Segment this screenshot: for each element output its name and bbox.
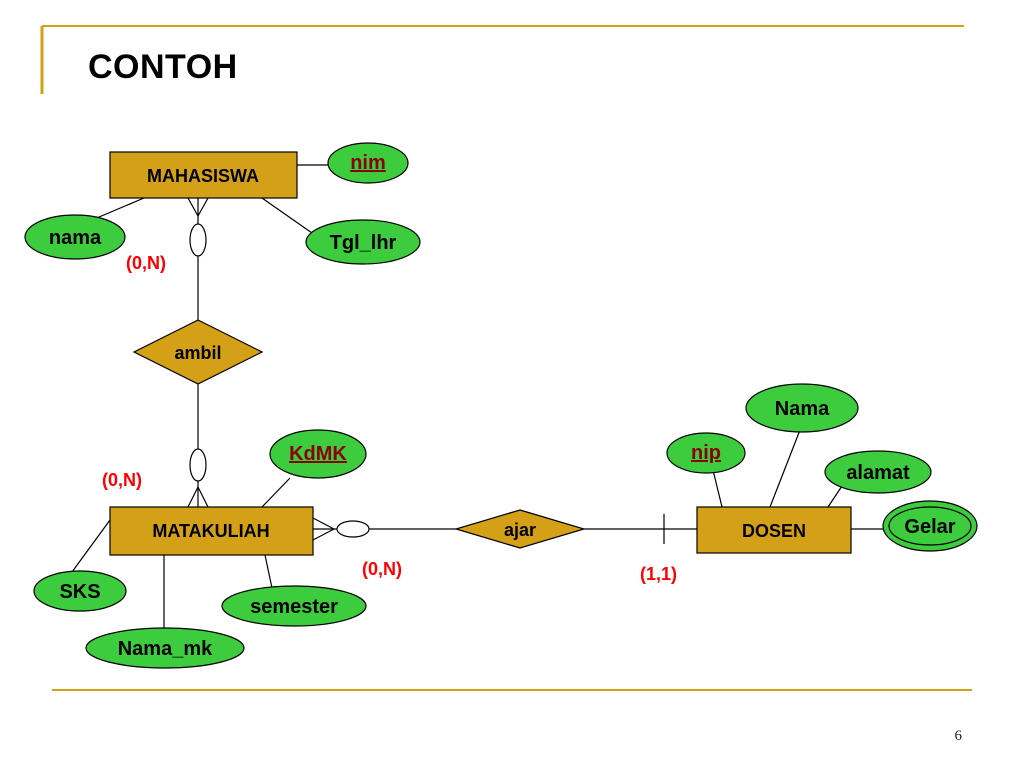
- attribute-gelar-label: Gelar: [904, 516, 955, 538]
- attribute-kdmk: KdMK: [269, 429, 367, 479]
- cardinality-marks: [187, 197, 665, 544]
- attribute-nim-label: nim: [350, 152, 386, 174]
- attribute-semester-label: semester: [250, 596, 338, 618]
- entity-mahasiswa: MAHASISWA: [109, 151, 298, 199]
- entity-matakuliah-label: MATAKULIAH: [152, 521, 269, 541]
- crowfoot-matakuliah-ambil-right: [197, 486, 209, 508]
- attribute-sks: SKS: [33, 570, 127, 612]
- attribute-kdmk-label: KdMK: [289, 443, 347, 465]
- connectors: [71, 164, 883, 628]
- cardinality-matakuliah-ambil: (0,N): [102, 470, 142, 490]
- attribute-dosen-nama-label: Nama: [775, 398, 830, 420]
- line-dosen-nip: [712, 469, 723, 508]
- line-matakuliah-semester: [264, 554, 273, 589]
- attribute-nip: nip: [666, 432, 746, 474]
- attribute-nim: nim: [327, 142, 409, 184]
- slide-title: CONTOH: [88, 48, 238, 86]
- entity-dosen: DOSEN: [696, 506, 852, 554]
- attribute-sks-label: SKS: [59, 581, 100, 603]
- attribute-nama-mk: Nama_mk: [85, 627, 245, 669]
- crowfoot-matakuliah-ambil-left: [187, 486, 199, 508]
- cardinality-labels: (0,N) (0,N) (0,N) (1,1): [102, 253, 677, 584]
- relationship-ajar-label: ajar: [504, 520, 536, 540]
- attribute-nama-mk-label: Nama_mk: [118, 638, 213, 660]
- line-matakuliah-sks: [71, 519, 111, 573]
- crowfoot-mahasiswa-right: [197, 197, 209, 217]
- relationship-ajar: ajar: [453, 509, 587, 549]
- entity-matakuliah: MATAKULIAH: [109, 506, 314, 556]
- optional-circle-matakuliah-ambil: [189, 448, 207, 482]
- attribute-alamat: alamat: [824, 450, 932, 494]
- entity-dosen-label: DOSEN: [742, 521, 806, 541]
- attribute-gelar: Gelar: [882, 500, 978, 552]
- relationship-ambil: ambil: [132, 319, 264, 385]
- attribute-nama: nama: [24, 214, 126, 260]
- attribute-nama-label: nama: [49, 227, 102, 249]
- crowfoot-mahasiswa-left: [187, 197, 199, 217]
- optional-circle-matakuliah-ajar: [336, 520, 370, 538]
- cardinality-dosen-ajar: (1,1): [640, 564, 677, 584]
- page-number: 6: [954, 728, 963, 744]
- line-dosen-nama: [769, 429, 801, 508]
- attribute-tgl-lhr: Tgl_lhr: [305, 219, 421, 265]
- line-mahasiswa-nama: [91, 197, 145, 221]
- cardinality-mahasiswa-ambil: (0,N): [126, 253, 166, 273]
- attribute-dosen-nama: Nama: [745, 383, 859, 433]
- optional-circle-mahasiswa: [189, 223, 207, 257]
- crowfoot-matakuliah-ajar-bottom: [312, 528, 335, 541]
- cardinality-matakuliah-ajar: (0,N): [362, 559, 402, 579]
- attribute-alamat-label: alamat: [846, 462, 910, 484]
- attribute-nip-label: nip: [691, 442, 721, 464]
- line-dosen-alamat: [827, 485, 843, 508]
- relationship-ambil-label: ambil: [174, 343, 221, 363]
- attribute-tgl-lhr-label: Tgl_lhr: [330, 232, 397, 254]
- crowfoot-matakuliah-ajar-top: [312, 517, 335, 530]
- entity-mahasiswa-label: MAHASISWA: [147, 166, 259, 186]
- line-matakuliah-kdmk: [261, 477, 291, 508]
- line-mahasiswa-tgl: [261, 197, 313, 234]
- attribute-semester: semester: [221, 585, 367, 627]
